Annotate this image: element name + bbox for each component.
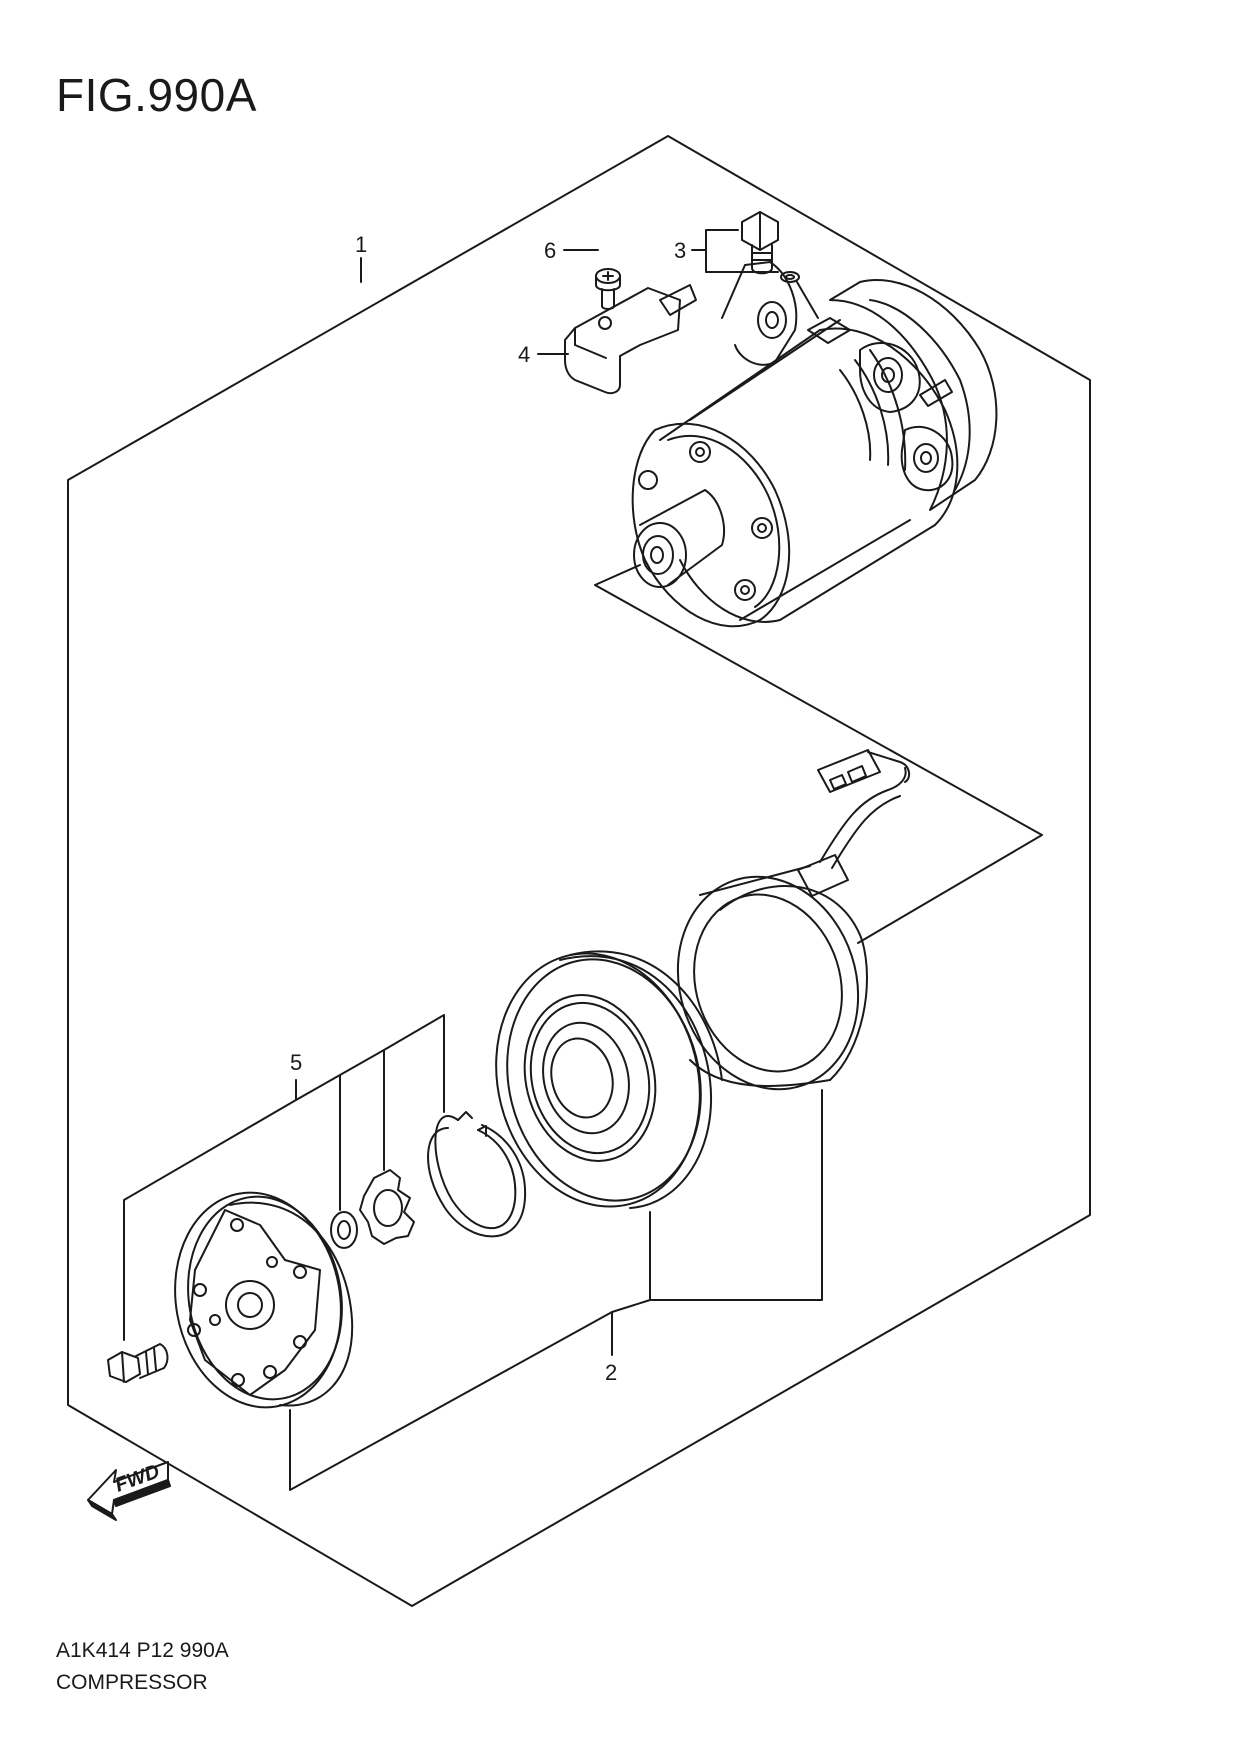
bolt: [107, 1343, 169, 1383]
compressor-front-flange: [631, 422, 791, 628]
callout-6: 6: [544, 238, 556, 263]
callout-4: 4: [518, 342, 530, 367]
leader-line-5: [123, 1014, 445, 1341]
callout-2: 2: [605, 1360, 617, 1385]
assembly-guide-line: [594, 564, 1043, 944]
fwd-arrow-icon: FWD: [87, 1460, 171, 1521]
screw: [595, 268, 621, 310]
flange-bolt: [751, 517, 773, 539]
field-coil: [676, 865, 868, 1091]
compressor-shaft-nose: [639, 489, 726, 586]
shaft-end: [633, 522, 687, 588]
coil-connector: [797, 749, 911, 897]
mounting-boss: [721, 261, 798, 366]
shim: [359, 1169, 415, 1245]
diagram-code: A1K414 P12 990A: [56, 1639, 229, 1662]
flange-bolt: [638, 470, 658, 490]
o-ring: [780, 271, 800, 283]
spacer-washer: [330, 1211, 358, 1249]
callout-5: 5: [290, 1050, 302, 1075]
fitting-guide-line: [796, 281, 819, 319]
flange-bolt: [689, 441, 711, 463]
flange-bolt: [734, 579, 756, 601]
clutch-group-bracket: [289, 1311, 613, 1491]
compressor-body: [631, 261, 998, 628]
callout-3: 3: [674, 238, 686, 263]
port-boss-upper: [859, 341, 921, 413]
diagram-name: COMPRESSOR: [56, 1671, 208, 1694]
assembly-boundary: [67, 135, 1091, 1607]
compressor-cylinder: [659, 327, 959, 621]
armature-plate: [174, 1191, 354, 1409]
bracket: [564, 287, 681, 395]
callout-1: 1: [355, 232, 367, 257]
leader-line-2: [611, 1089, 823, 1356]
pulley: [495, 950, 723, 1209]
port-boss-side: [900, 425, 954, 492]
relief-valve-fitting: [741, 211, 779, 275]
figure-title: FIG.990A: [56, 69, 257, 121]
